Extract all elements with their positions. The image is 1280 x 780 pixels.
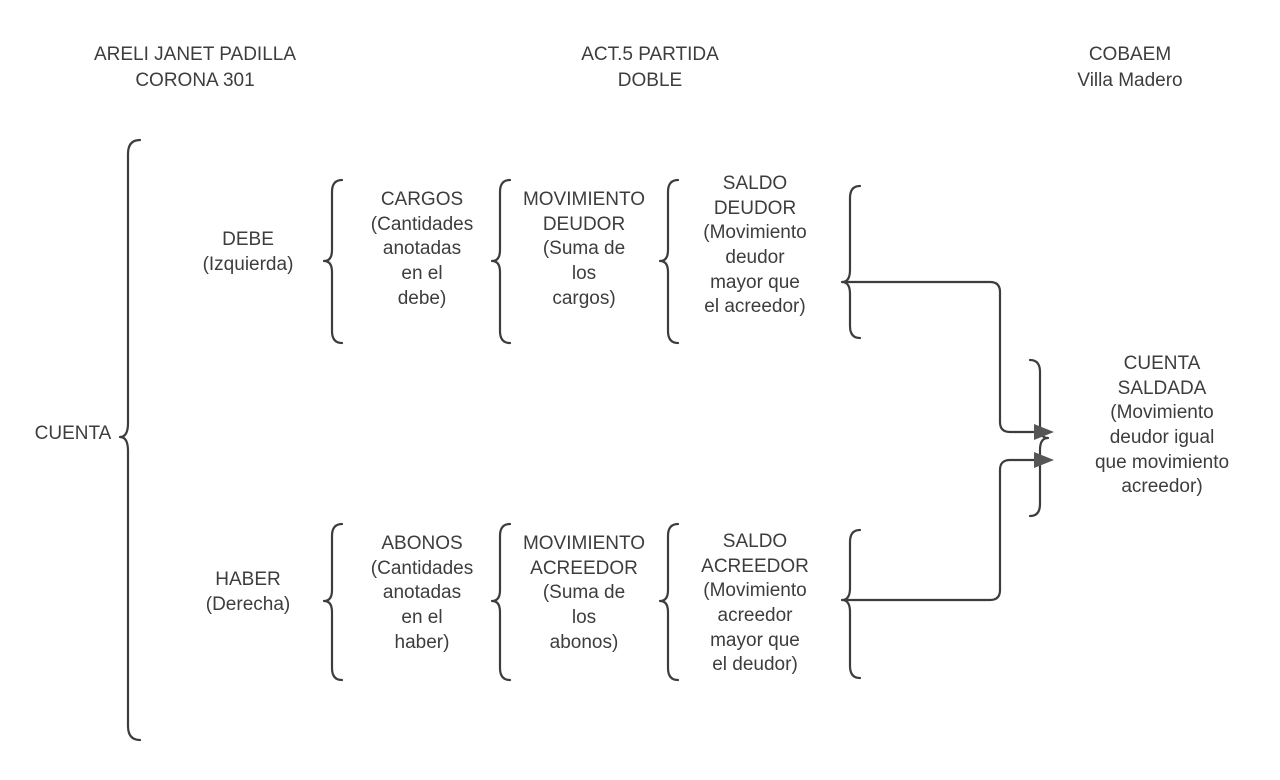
node-abonos: ABONOS (Cantidades anotadas en el haber): [370, 533, 474, 653]
brace-movimiento-acreedor: [658, 522, 680, 682]
node-cuenta: CUENTA: [34, 423, 112, 444]
node-cargos: CARGOS (Cantidades anotadas en el debe): [370, 189, 474, 309]
brace-movimiento-deudor: [658, 178, 680, 345]
node-debe: DEBE (Izquierda): [202, 229, 294, 275]
brace-saldo-deudor: [840, 184, 862, 340]
node-haber: HABER (Derecha): [205, 569, 291, 615]
node-movimiento-deudor: MOVIMIENTO DEUDOR (Suma de los cargos): [522, 189, 646, 309]
brace-cuenta-saldada: [1028, 358, 1050, 518]
connector-saldo-deudor-to-cuenta-saldada: [842, 280, 1054, 440]
header-author: ARELI JANET PADILLA CORONA 301: [93, 44, 297, 92]
node-cuenta-saldada: CUENTA SALDADA (Movimiento deudor igual …: [1094, 353, 1230, 498]
brace-saldo-acreedor: [840, 528, 862, 680]
node-saldo-acreedor: SALDO ACREEDOR (Movimiento acreedor mayo…: [701, 531, 809, 676]
brace-abonos: [490, 522, 512, 682]
node-saldo-deudor: SALDO DEUDOR (Movimiento deudor mayor qu…: [703, 173, 807, 318]
brace-debe: [322, 178, 344, 345]
brace-cargos: [490, 178, 512, 345]
brace-haber: [322, 522, 344, 682]
header-school: COBAEM Villa Madero: [1077, 44, 1183, 92]
header-title: ACT.5 PARTIDA DOBLE: [581, 44, 719, 92]
connector-saldo-acreedor-to-cuenta-saldada: [842, 452, 1054, 602]
brace-cuenta: [118, 138, 142, 742]
node-movimiento-acreedor: MOVIMIENTO ACREEDOR (Suma de los abonos): [522, 533, 646, 653]
